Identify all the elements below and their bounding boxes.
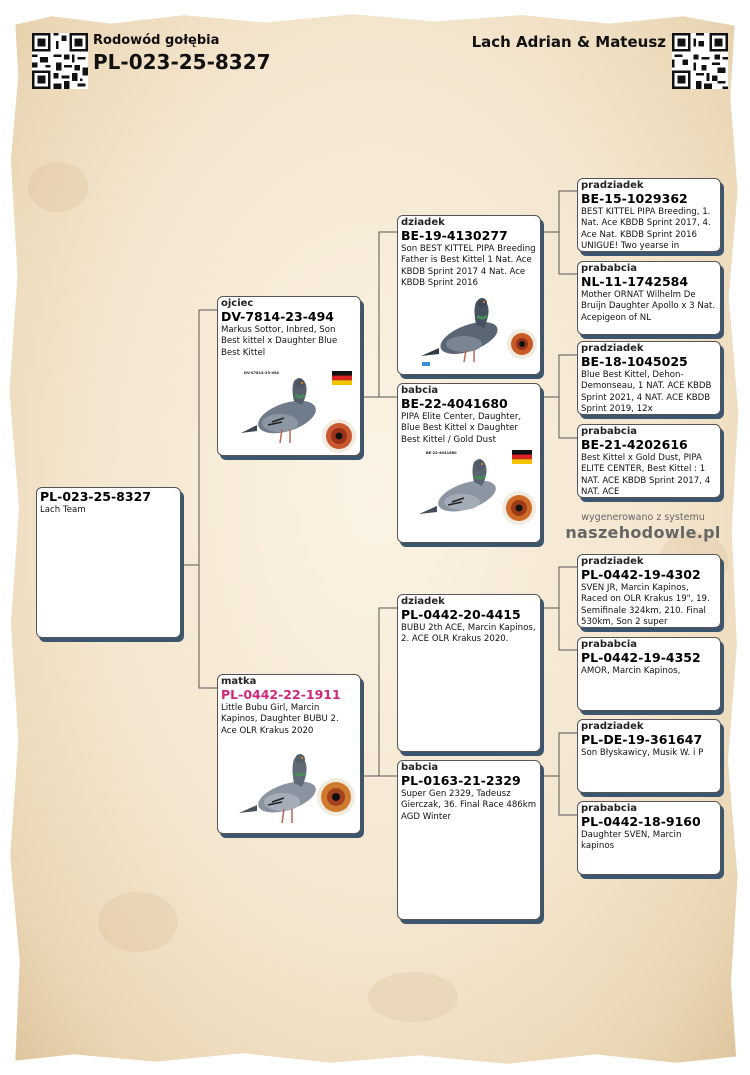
father-card[interactable]: ojciec DV-7814-23-494 Markus Sottor, Inb… [217,296,361,456]
maternal-grandfather-card[interactable]: dziadek PL-0442-20-4415 BUBU 2th ACE, Ma… [397,594,541,752]
great-grandmother-role: prababcia [581,639,638,650]
generator-brand[interactable]: naszehodowle.pl [565,523,721,542]
maternal-grandfather-description: BUBU 2th ACE, Marcin Kapinos, 2. ACE OLR… [401,623,536,645]
maternal-grandmother-card[interactable]: babcia PL-0163-21-2329 Super Gen 2329, T… [397,760,541,920]
photo-caption: DV-07814-23-494 [244,371,279,375]
great-grandmother-ring: BE-21-4202616 [581,437,688,452]
great-grandfather-role: pradziadek [581,180,644,191]
great-grandmother-card[interactable]: prababcia BE-21-4202616 Best Kittel x Go… [577,424,721,498]
great-grandfather-role: pradziadek [581,721,644,732]
owner-name: Lach Adrian & Mateusz [471,33,666,51]
qr-code-icon[interactable] [672,33,728,89]
father-description: Markus Sottor, Inbred, Son Best kittel x… [221,325,338,358]
great-grandmother-description: Best Kittel x Gold Dust, PIPA ELITE CENT… [581,453,711,498]
mother-card[interactable]: matka PL-0442-22-1911 Little Bubu Girl, … [217,674,361,834]
subject-card[interactable]: PL-023-25-8327 Lach Team [36,487,181,638]
maternal-grandfather-role: dziadek [401,596,445,607]
great-grandfather-ring: PL-DE-19-361647 [581,732,703,747]
paternal-grandfather-role: dziadek [401,217,445,228]
great-grandfather-ring: BE-15-1029362 [581,191,688,206]
pigeon-photo[interactable] [232,745,360,833]
great-grandfather-description: Blue Best Kittel, Dehon-Demonseau, 1 NAT… [581,370,712,415]
pedigree-title-ring: PL-023-25-8327 [93,50,271,74]
paternal-grandmother-ring: BE-22-4041680 [401,396,508,411]
pigeon-photo[interactable]: DV-07814-23-494 [232,367,360,455]
great-grandmother-card[interactable]: prababcia PL-0442-18-9160 Daughter SVEN,… [577,801,721,875]
great-grandfather-role: pradziadek [581,343,644,354]
paternal-grandfather-ring: BE-19-4130277 [401,228,508,243]
pigeon-photo[interactable] [414,292,540,372]
great-grandmother-card[interactable]: prababcia NL-11-1742584 Mother ORNAT Wil… [577,261,721,335]
maternal-grandfather-ring: PL-0442-20-4415 [401,607,521,622]
maternal-grandmother-role: babcia [401,762,439,773]
paternal-grandmother-card[interactable]: babcia BE-22-4041680 PIPA Elite Center, … [397,383,541,543]
pedigree-subtitle: Rodowód gołębia [93,33,220,48]
great-grandmother-ring: PL-0442-18-9160 [581,814,701,829]
paternal-grandmother-description: PIPA Elite Center, Daughter, Blue Best K… [401,412,522,445]
great-grandmother-role: prababcia [581,263,638,274]
paternal-grandfather-card[interactable]: dziadek BE-19-4130277 Son BEST KITTEL PI… [397,215,541,375]
generator-credit: wygenerowano z systemu naszehodowle.pl [558,512,728,542]
pigeon-photo[interactable]: BE-22-4041680 [412,446,540,530]
great-grandmother-description: Mother ORNAT Wilhelm De Bruijn Daughter … [581,290,716,323]
great-grandfather-description: BEST KITTEL PIPA Breeding, 1. Nat. Ace K… [581,207,711,252]
great-grandfather-card[interactable]: pradziadek BE-18-1045025 Blue Best Kitte… [577,341,721,415]
great-grandmother-description: Daughter SVEN, Marcin kapinos [581,830,682,852]
generator-line: wygenerowano z systemu [581,512,705,523]
great-grandfather-card[interactable]: pradziadek PL-DE-19-361647 Son Błyskawic… [577,719,721,793]
great-grandfather-ring: PL-0442-19-4302 [581,567,701,582]
mother-role: matka [221,676,257,687]
subject-description: Lach Team [40,505,86,515]
great-grandfather-description: Son Błyskawicy, Musik W. i P [581,748,704,758]
great-grandfather-card[interactable]: pradziadek PL-0442-19-4302 SVEN JR, Marc… [577,554,721,628]
maternal-grandmother-ring: PL-0163-21-2329 [401,773,521,788]
great-grandmother-ring: PL-0442-19-4352 [581,650,701,665]
mother-description: Little Bubu Girl, Marcin Kapinos, Daught… [221,703,339,736]
great-grandmother-ring: NL-11-1742584 [581,274,689,289]
great-grandfather-card[interactable]: pradziadek BE-15-1029362 BEST KITTEL PIP… [577,178,721,252]
maternal-grandmother-description: Super Gen 2329, Tadeusz Gierczak, 36. Fi… [401,789,537,822]
great-grandmother-role: prababcia [581,426,638,437]
father-role: ojciec [221,298,254,309]
great-grandfather-role: pradziadek [581,556,644,567]
great-grandmother-card[interactable]: prababcia PL-0442-19-4352 AMOR, Marcin K… [577,637,721,711]
great-grandmother-role: prababcia [581,803,638,814]
mother-ring: PL-0442-22-1911 [221,687,341,702]
qr-code-icon[interactable] [32,33,88,89]
great-grandfather-description: SVEN JR, Marcin Kapinos, Raced on OLR Kr… [581,583,710,628]
paternal-grandfather-description: Son BEST KITTEL PIPA Breeding Father is … [401,244,536,289]
great-grandmother-description: AMOR, Marcin Kapinos, [581,666,681,676]
great-grandfather-ring: BE-18-1045025 [581,354,688,369]
father-ring: DV-7814-23-494 [221,309,334,324]
photo-caption: BE-22-4041680 [426,451,457,455]
paternal-grandmother-role: babcia [401,385,439,396]
subject-ring: PL-023-25-8327 [40,489,151,504]
